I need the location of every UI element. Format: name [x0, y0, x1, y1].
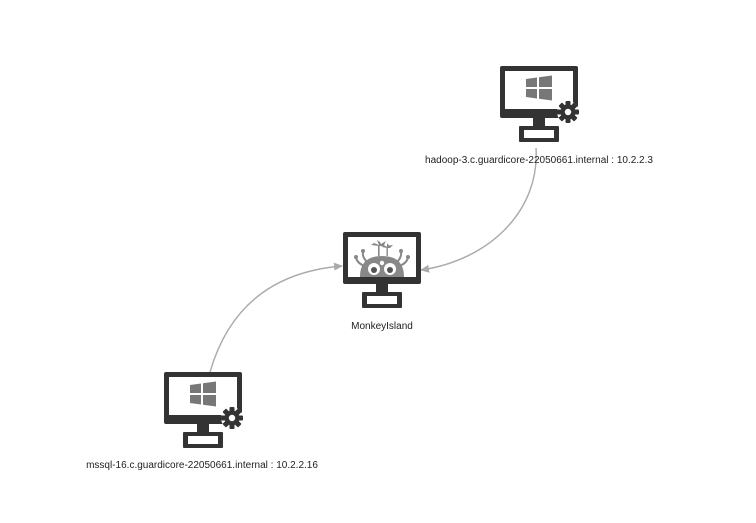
windows-monitor-gear-icon [500, 66, 579, 142]
windows-logo-icon [526, 75, 552, 101]
windows-monitor-gear-icon [164, 372, 243, 448]
node-label-mssql: mssql-16.c.guardicore-22050661.internal … [86, 460, 318, 471]
edge-mssql-to-island[interactable] [209, 262, 343, 373]
node-hadoop[interactable]: hadoop-3.c.guardicore-22050661.internal … [425, 66, 653, 166]
node-label-monkey-island: MonkeyIsland [351, 321, 413, 332]
gear-icon [557, 101, 579, 123]
gear-icon [221, 407, 243, 429]
edge-hadoop-to-island[interactable] [420, 147, 537, 273]
node-monkey-island[interactable]: MonkeyIsland [343, 232, 421, 332]
node-mssql[interactable]: mssql-16.c.guardicore-22050661.internal … [86, 372, 318, 471]
monkey-logo-icon [354, 240, 410, 277]
edges-layer [209, 147, 537, 373]
windows-logo-icon [190, 381, 216, 407]
node-label-hadoop: hadoop-3.c.guardicore-22050661.internal … [425, 155, 653, 166]
monkey-island-monitor-icon [343, 232, 421, 308]
